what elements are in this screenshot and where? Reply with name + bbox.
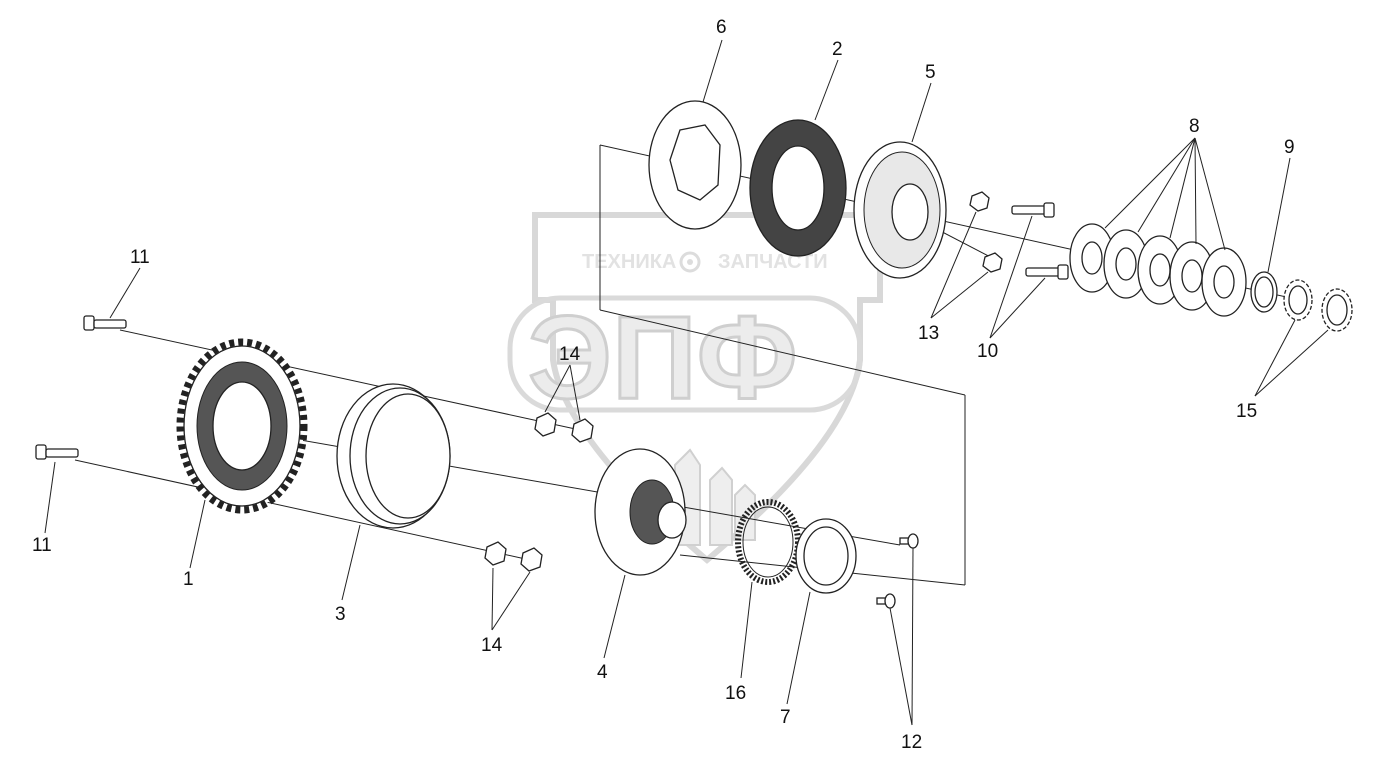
plate-6 — [648, 100, 742, 230]
callout-8: 8 — [1189, 116, 1200, 137]
callout-13: 13 — [918, 323, 939, 344]
watermark-spikes — [674, 448, 756, 546]
drum-ring-3 — [336, 383, 451, 529]
gear-icon — [679, 251, 701, 273]
nuts-14-lower — [484, 541, 543, 572]
nuts-14-upper — [534, 412, 594, 443]
watermark-brand-left: ТЕХНИКА — [582, 251, 676, 273]
callout-9: 9 — [1284, 137, 1295, 158]
watermark: ТЕХНИКА ЗАПЧАСТИ ЭПФ — [507, 212, 883, 564]
bolt-11-lower — [35, 444, 79, 460]
watermark-logo-letters: ЭПФ — [528, 292, 797, 424]
callout-15: 15 — [1236, 401, 1257, 422]
watermark-band — [507, 295, 863, 413]
hub-disc-4 — [594, 448, 687, 576]
friction-disc-2 — [749, 119, 847, 257]
sprocket-1 — [176, 338, 308, 514]
watermark-brand-right: ЗАПЧАСТИ — [718, 251, 828, 273]
callout-2: 2 — [832, 39, 843, 60]
toothed-ring-16 — [735, 499, 801, 585]
callout-14-upper: 14 — [559, 344, 581, 365]
callout-6: 6 — [716, 17, 727, 38]
callout-7: 7 — [780, 707, 791, 728]
callout-3: 3 — [335, 604, 346, 625]
ring-9 — [1250, 271, 1278, 313]
callout-1: 1 — [183, 569, 194, 590]
screws-12 — [876, 533, 919, 609]
callout-5: 5 — [925, 62, 936, 83]
callout-4: 4 — [597, 662, 608, 683]
callout-11-lower: 11 — [32, 535, 52, 556]
washers-8 — [1069, 223, 1247, 317]
nuts-13 — [969, 191, 1003, 273]
callout-14-lower: 14 — [481, 635, 503, 656]
callout-11-upper: 11 — [130, 247, 150, 268]
pressure-plate-5 — [853, 141, 947, 279]
callout-labels: 11 11 1 3 14 14 4 6 2 5 8 9 13 10 15 16 … — [32, 17, 1295, 753]
callout-10: 10 — [977, 341, 998, 362]
cover-7 — [795, 518, 857, 594]
leader-lines — [44, 39, 1329, 726]
round-nuts-15 — [1283, 279, 1353, 332]
callout-12: 12 — [901, 732, 922, 753]
bolts-10 — [1011, 202, 1069, 280]
bolt-11-upper — [83, 315, 127, 331]
callout-16: 16 — [725, 683, 746, 704]
